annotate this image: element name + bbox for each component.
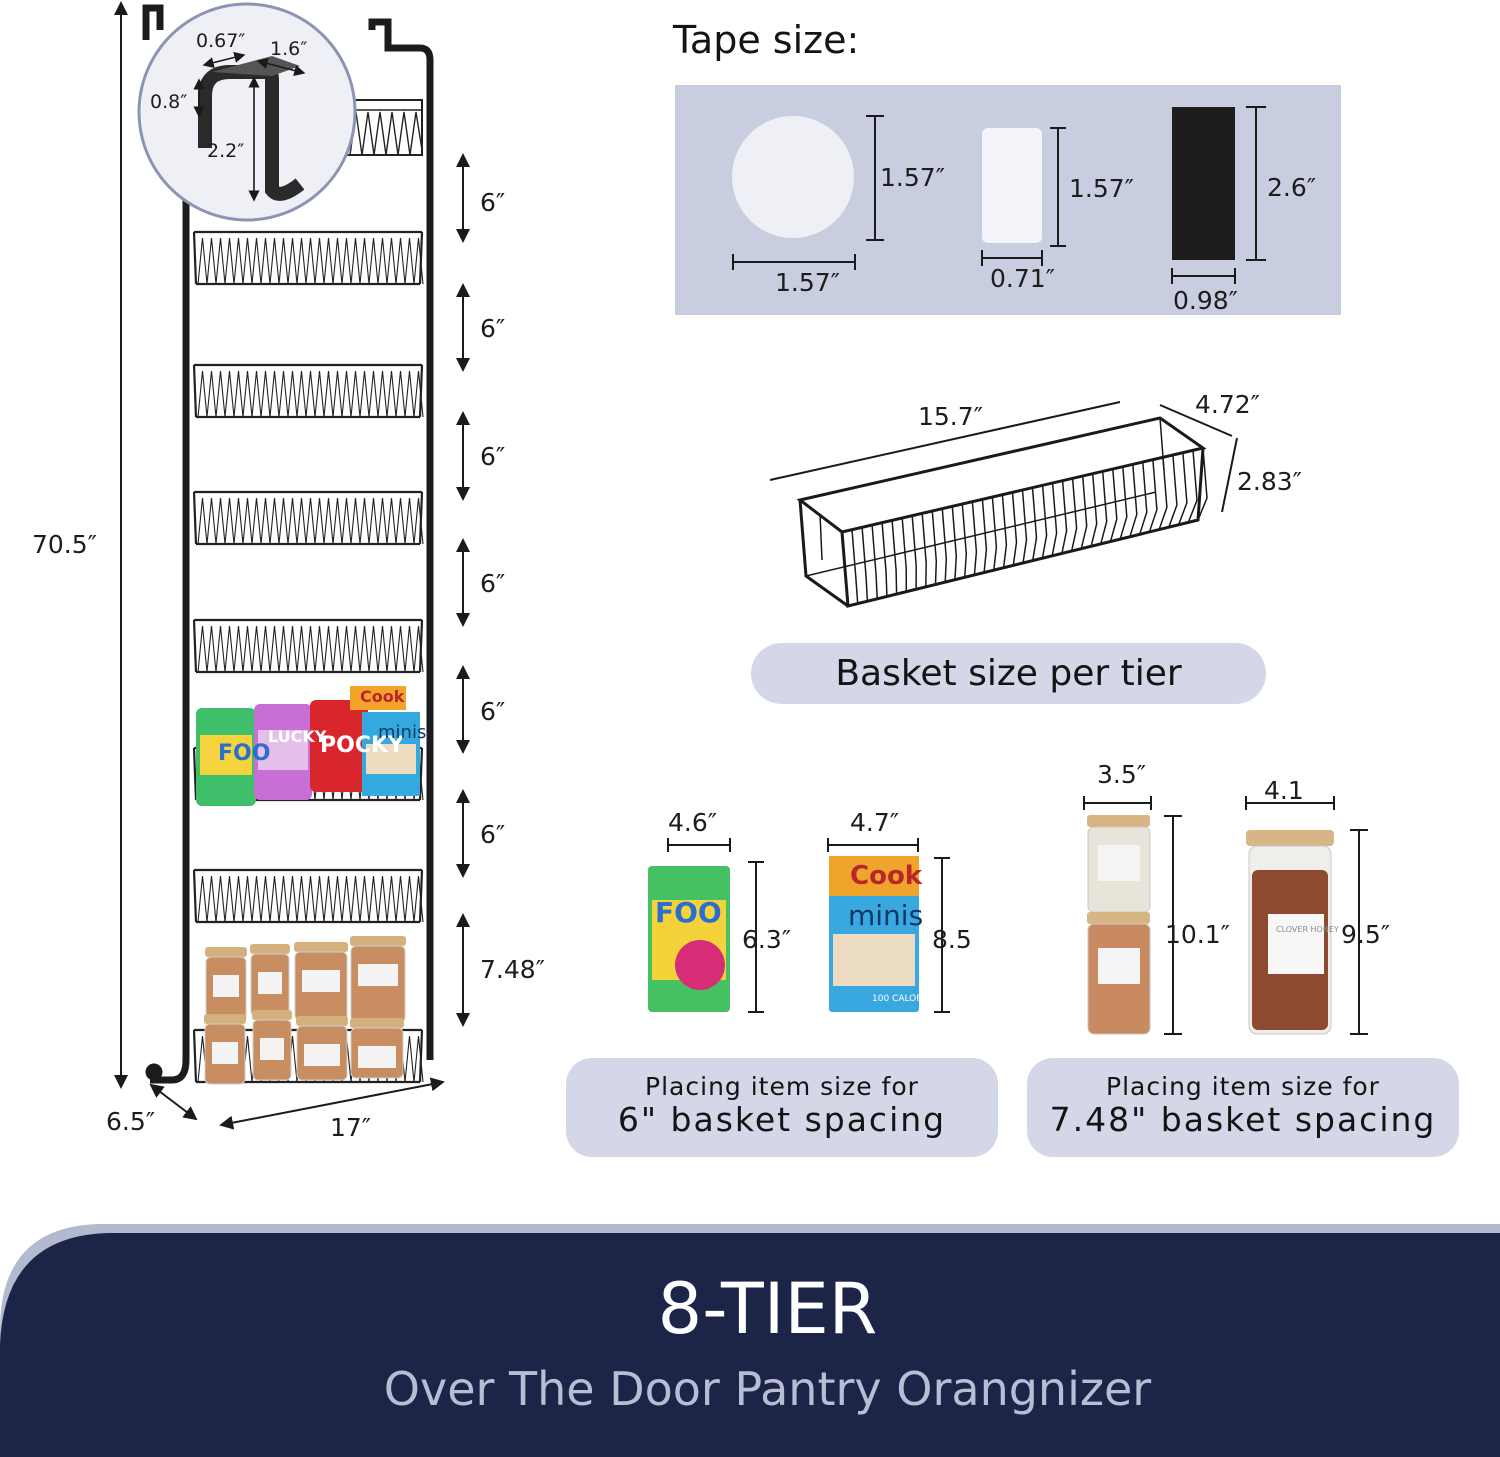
jar1-width: 3.5″ xyxy=(1097,760,1147,789)
svg-text:100 CALORIES: 100 CALORIES xyxy=(872,994,937,1004)
tape-size-heading: Tape size: xyxy=(673,18,860,62)
tape-round-height: 1.57″ xyxy=(880,163,946,192)
rack-jar xyxy=(350,936,406,1023)
svg-text:LUCKY: LUCKY xyxy=(268,727,327,746)
basket-illustration xyxy=(796,416,1208,608)
caption-748-line1: Placing item size for xyxy=(1106,1072,1380,1101)
rack-jar xyxy=(204,1014,246,1085)
items-6-drawing: FOO Cook minis 100 CALORIES xyxy=(648,838,950,1013)
tape-foam-height: 2.6″ xyxy=(1267,173,1317,202)
tape-round-width: 1.57″ xyxy=(775,268,841,297)
svg-text:FOO: FOO xyxy=(655,896,722,929)
tape-dimension-lines xyxy=(732,106,1266,284)
rack-tier-basket xyxy=(192,230,424,286)
banner-subtitle: Over The Door Pantry Orangnizer xyxy=(383,1362,1152,1416)
caption-748-line2: 7.48" basket spacing xyxy=(1049,1100,1437,1139)
rack-jar xyxy=(350,1018,404,1079)
rack-jars xyxy=(204,936,406,1085)
jar2-height: 9.5″ xyxy=(1341,920,1391,949)
svg-text:Cook: Cook xyxy=(850,861,923,891)
rack-tier-basket xyxy=(192,868,424,924)
caption-6: Placing item size for 6" basket spacing xyxy=(566,1058,998,1157)
bottom-banner xyxy=(0,1224,1500,1457)
svg-text:FOO: FOO xyxy=(218,741,270,766)
tier-spacing-2: 6″ xyxy=(480,314,506,343)
tape-shapes xyxy=(675,85,1341,315)
rack-jar xyxy=(252,1010,292,1081)
hook-dim-d: 2.2″ xyxy=(207,140,245,162)
tape-strip-width: 0.71″ xyxy=(990,264,1056,293)
rack-width: 17″ xyxy=(330,1113,372,1142)
tier-spacing-5: 6″ xyxy=(480,697,506,726)
rack-jar xyxy=(294,942,348,1021)
rack-tier-basket xyxy=(192,363,424,419)
caption-748: Placing item size for 7.48" basket spaci… xyxy=(1027,1058,1459,1157)
svg-text:minis: minis xyxy=(848,899,923,932)
jar1-height: 10.1″ xyxy=(1165,920,1231,949)
box2-width: 4.7″ xyxy=(850,808,900,837)
rack-depth: 6.5″ xyxy=(106,1107,156,1136)
banner-title: 8-TIER xyxy=(657,1268,878,1350)
basket-height: 2.83″ xyxy=(1237,467,1303,496)
hook-dim-b: 1.6″ xyxy=(270,38,308,60)
rack-jar xyxy=(250,944,290,1017)
tier-spacing-1: 6″ xyxy=(480,188,506,217)
rack-jar xyxy=(205,947,247,1024)
rack-total-height: 70.5″ xyxy=(32,530,98,559)
box2-height: 8.5 xyxy=(932,925,972,954)
basket-depth: 4.72″ xyxy=(1195,390,1261,419)
box1-width: 4.6″ xyxy=(668,808,718,837)
tape-strip-height: 1.57″ xyxy=(1069,174,1135,203)
rack-tier-basket xyxy=(192,490,424,546)
rack-jar xyxy=(296,1016,348,1081)
hook-dim-c: 0.8″ xyxy=(150,91,188,113)
tier-spacing-7: 7.48″ xyxy=(480,955,546,984)
caption-6-line1: Placing item size for xyxy=(645,1072,919,1101)
jar2-width: 4.1 xyxy=(1264,776,1304,805)
hook-dim-a: 0.67″ xyxy=(196,30,246,52)
items-748-drawing: CLOVER HONEY xyxy=(1083,796,1368,1035)
box1-height: 6.3″ xyxy=(742,925,792,954)
svg-text:POCKY: POCKY xyxy=(320,733,405,758)
basket-length: 15.7″ xyxy=(918,402,984,431)
rack-base-dimensions xyxy=(149,1077,445,1130)
tier-spacing-4: 6″ xyxy=(480,569,506,598)
rack-frame xyxy=(142,4,434,1084)
caption-6-line2: 6" basket spacing xyxy=(617,1100,947,1139)
tier-spacing-6: 6″ xyxy=(480,820,506,849)
svg-text:minis: minis xyxy=(378,722,426,743)
svg-text:CLOVER HONEY: CLOVER HONEY xyxy=(1276,925,1339,934)
top-basket xyxy=(345,99,423,156)
tape-foam-width: 0.98″ xyxy=(1173,286,1239,315)
hook-magnifier xyxy=(137,2,357,222)
basket-caption: Basket size per tier xyxy=(751,643,1266,704)
rack-tier-basket xyxy=(192,618,424,674)
basket-dimension-lines xyxy=(769,401,1238,513)
tier-spacing-3: 6″ xyxy=(480,442,506,471)
svg-text:Cook: Cook xyxy=(360,687,405,706)
rack-snacks: FOO LUCKY POCKY Cook minis xyxy=(196,686,426,806)
